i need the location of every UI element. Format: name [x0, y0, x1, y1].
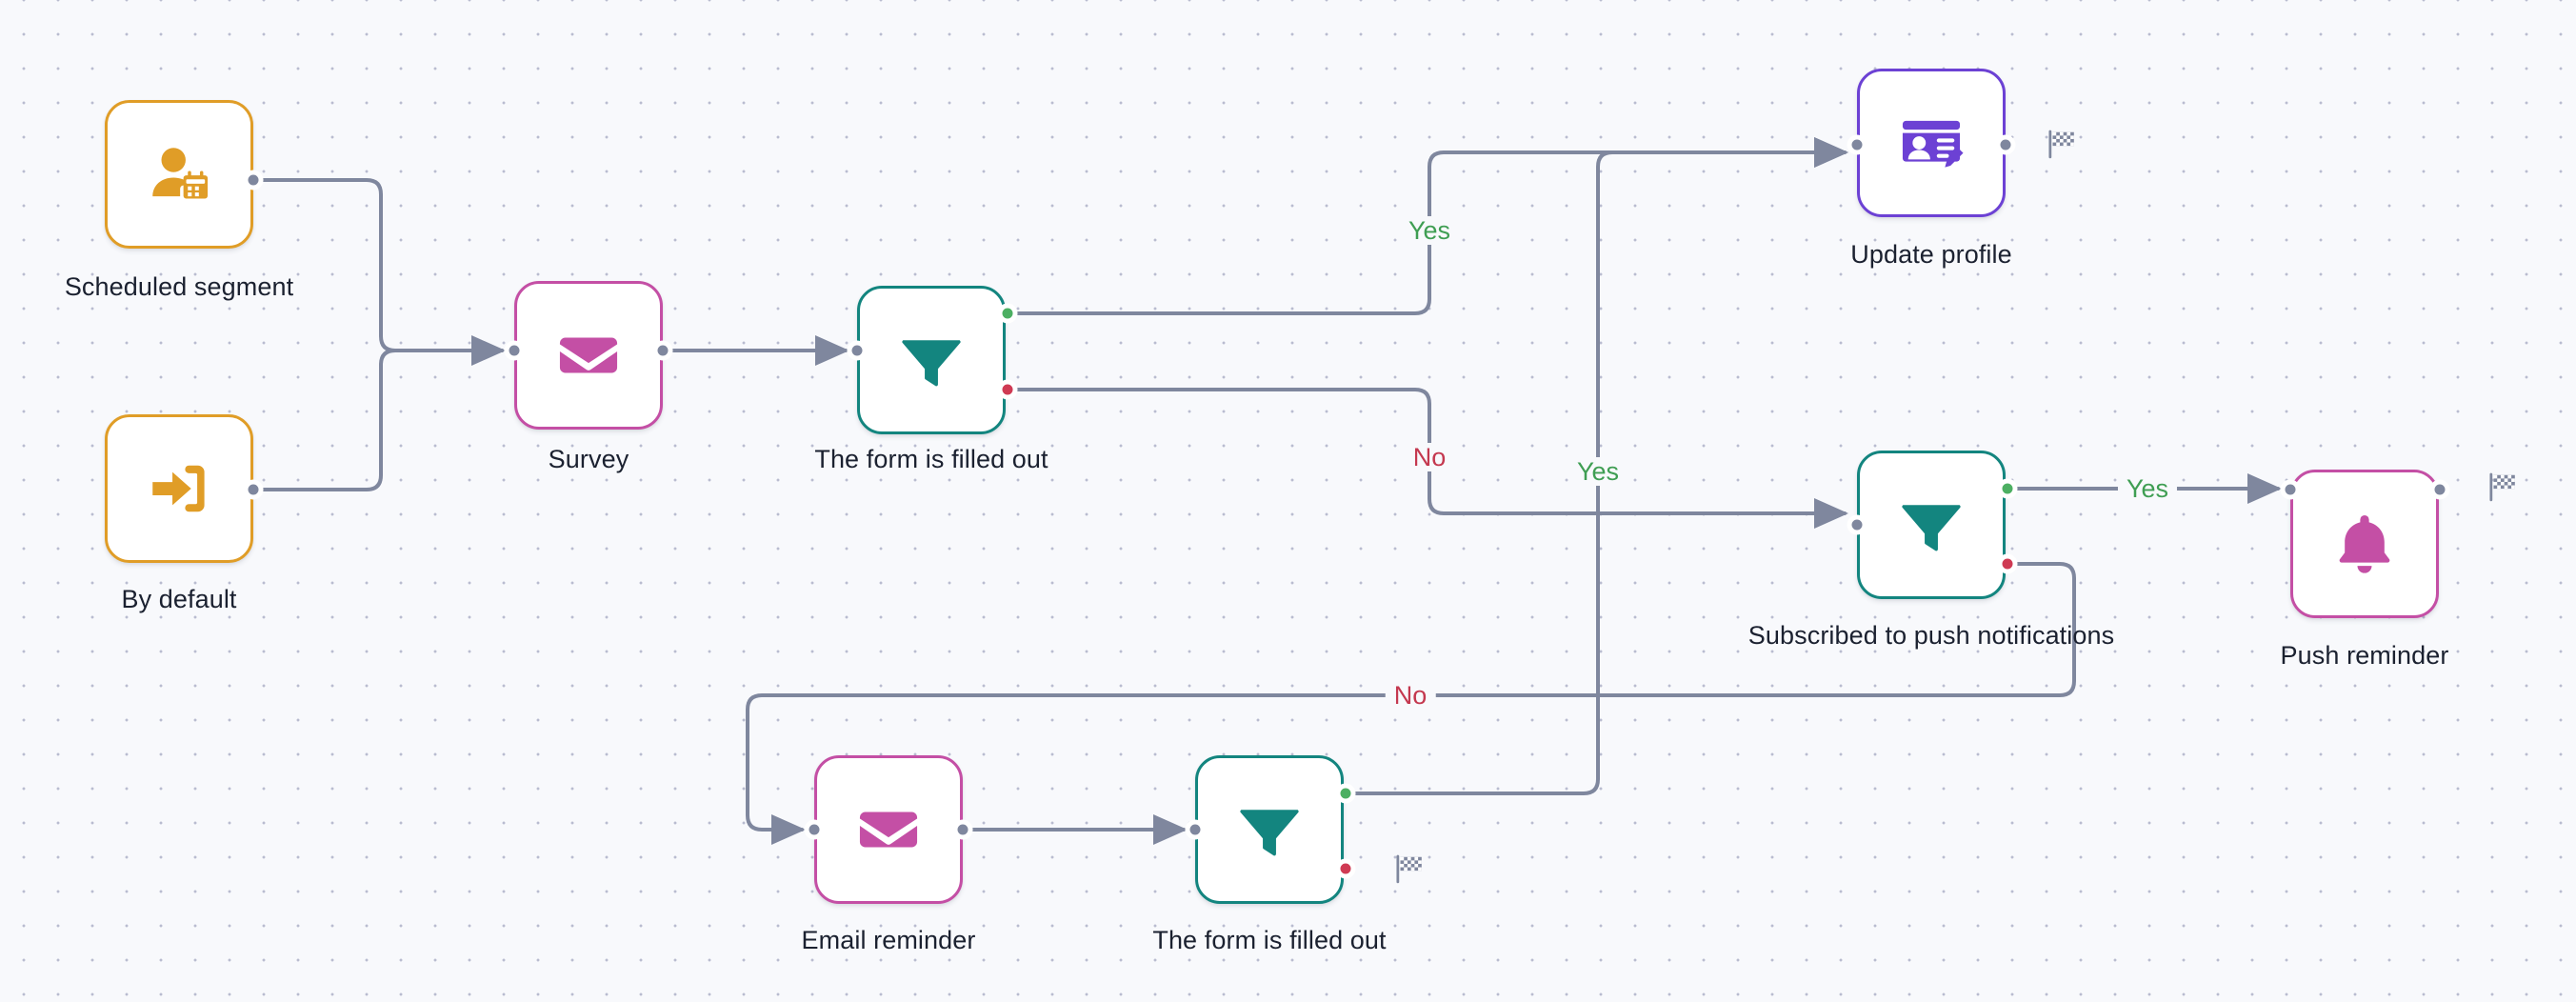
port-push-reminder-in[interactable] — [2280, 479, 2301, 500]
port-email-reminder-in[interactable] — [804, 819, 825, 840]
node-form-filled-out-2[interactable] — [1195, 755, 1344, 904]
port-form2-out-yes[interactable] — [1335, 783, 1356, 804]
edge-label-label-yes-form1: Yes — [1399, 216, 1460, 245]
node-label-update-profile: Update profile — [1850, 240, 2012, 269]
edge-label-label-no-form1: No — [1404, 443, 1455, 471]
node-push-reminder[interactable] — [2290, 470, 2439, 618]
edge-e-scheduled-to-survey[interactable] — [261, 178, 506, 366]
bell-icon — [2339, 514, 2390, 573]
checkered-flag-icon — [2045, 128, 2077, 160]
node-scheduled-segment[interactable] — [105, 100, 253, 249]
edge-label-label-no-push: No — [1385, 681, 1436, 710]
checkered-flag-icon — [2486, 471, 2518, 503]
port-scheduled-segment-out[interactable] — [243, 170, 264, 190]
node-by-default[interactable] — [105, 414, 253, 563]
port-email-reminder-out[interactable] — [952, 819, 973, 840]
port-form2-in[interactable] — [1185, 819, 1206, 840]
funnel-icon — [1240, 810, 1299, 856]
checkered-flag-icon — [1392, 852, 1425, 885]
node-label-push-reminder: Push reminder — [2280, 641, 2449, 670]
envelope-icon — [559, 337, 618, 373]
edge-label-label-yes-push: Yes — [2117, 474, 2178, 503]
node-label-survey: Survey — [548, 445, 629, 473]
node-label-subscribed-to-push: Subscribed to push notifications — [1747, 621, 2115, 650]
node-form-filled-out-1[interactable] — [857, 286, 1006, 434]
node-label-email-reminder: Email reminder — [801, 926, 976, 954]
user-calendar-icon — [152, 148, 209, 199]
port-survey-in[interactable] — [504, 340, 525, 361]
envelope-icon — [859, 812, 918, 848]
port-push-filter-in[interactable] — [1847, 514, 1867, 535]
port-form1-out-yes[interactable] — [997, 303, 1018, 324]
port-form2-out-no[interactable] — [1335, 858, 1356, 879]
node-label-scheduled-segment: Scheduled segment — [64, 272, 294, 301]
enter-arrow-icon — [152, 465, 205, 512]
profile-card-edit-icon — [1902, 120, 1964, 168]
port-update-profile-in[interactable] — [1847, 134, 1867, 155]
funnel-icon — [1902, 505, 1961, 551]
edge-label-label-yes-form2: Yes — [1568, 457, 1628, 486]
port-by-default-out[interactable] — [243, 479, 264, 500]
node-email-reminder[interactable] — [814, 755, 963, 904]
node-update-profile[interactable] — [1857, 69, 2006, 217]
node-subscribed-to-push[interactable] — [1857, 451, 2006, 599]
port-push-reminder-out[interactable] — [2429, 479, 2450, 500]
port-survey-out[interactable] — [652, 340, 673, 361]
port-update-profile-out[interactable] — [1995, 134, 2016, 155]
node-survey[interactable] — [514, 281, 663, 430]
funnel-icon — [902, 340, 961, 387]
port-form1-in[interactable] — [847, 340, 868, 361]
port-push-filter-out-no[interactable] — [1997, 553, 2018, 574]
port-push-filter-out-yes[interactable] — [1997, 478, 2018, 499]
node-label-form-filled-out-2: The form is filled out — [1152, 926, 1387, 954]
edge-e-default-to-survey[interactable] — [261, 349, 504, 491]
port-form1-out-no[interactable] — [997, 379, 1018, 400]
node-label-form-filled-out-1: The form is filled out — [814, 445, 1048, 473]
node-label-by-default: By default — [121, 585, 237, 613]
